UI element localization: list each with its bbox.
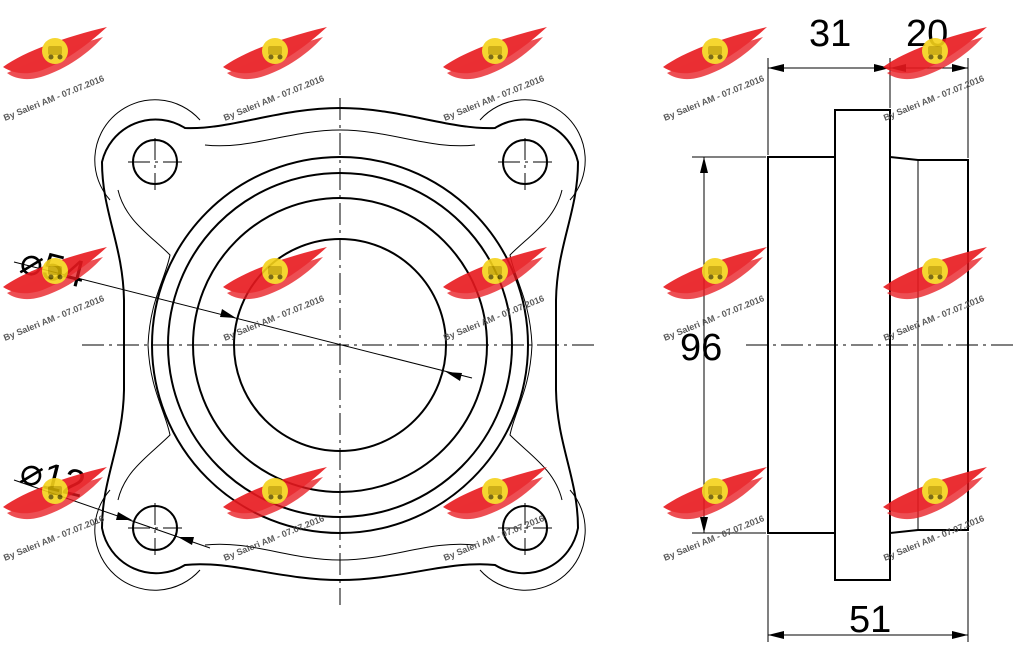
watermark-text: By Saleri AM - 07.07.2016: [662, 513, 766, 563]
watermark-text: By Saleri AM - 07.07.2016: [2, 513, 106, 563]
watermark-logo: By Saleri AM - 07.07.2016: [2, 247, 107, 343]
bore: [233, 238, 447, 452]
flange-inner-contour: [204, 129, 476, 561]
watermark-text: By Saleri AM - 07.07.2016: [442, 513, 546, 563]
watermark-text: By Saleri AM - 07.07.2016: [442, 293, 546, 343]
watermark-text: By Saleri AM - 07.07.2016: [882, 513, 986, 563]
bore-dimension-line: [13, 261, 473, 379]
bolt-hole-bottom-right: [502, 505, 548, 551]
watermark-text: By Saleri AM - 07.07.2016: [2, 293, 106, 343]
side-profile: [767, 109, 969, 581]
watermark-logo: By Saleri AM - 07.07.2016: [662, 27, 767, 123]
watermark-logo: By Saleri AM - 07.07.2016: [882, 467, 987, 563]
watermark-text: By Saleri AM - 07.07.2016: [662, 73, 766, 123]
ring-3: [192, 197, 488, 493]
watermark-text: By Saleri AM - 07.07.2016: [882, 73, 986, 123]
total-width-label: 51: [849, 599, 891, 641]
bolt-hole-bottom-left: [132, 505, 178, 551]
ring-2: [167, 172, 513, 518]
height-label: 96: [680, 327, 722, 369]
watermark-text: By Saleri AM - 07.07.2016: [442, 73, 546, 123]
watermark-logo: By Saleri AM - 07.07.2016: [222, 27, 327, 123]
outer-ring: [151, 156, 529, 534]
watermark-logo: By Saleri AM - 07.07.2016: [2, 27, 107, 123]
watermark-logo: By Saleri AM - 07.07.2016: [442, 247, 547, 343]
watermark-logo: By Saleri AM - 07.07.2016: [882, 247, 987, 343]
bolt-hole-top-left: [132, 139, 178, 185]
watermark-text: By Saleri AM - 07.07.2016: [2, 73, 106, 123]
watermark-logo: By Saleri AM - 07.07.2016: [882, 27, 987, 123]
watermark-logo: By Saleri AM - 07.07.2016: [442, 27, 547, 123]
watermark-text: By Saleri AM - 07.07.2016: [882, 293, 986, 343]
bolt-hole-top-right: [502, 139, 548, 185]
flange-width-label: 31: [809, 13, 851, 55]
watermark-logo: By Saleri AM - 07.07.2016: [662, 467, 767, 563]
flange-outline: [100, 106, 580, 582]
side-view: 31 20 96 51: [680, 13, 1016, 642]
